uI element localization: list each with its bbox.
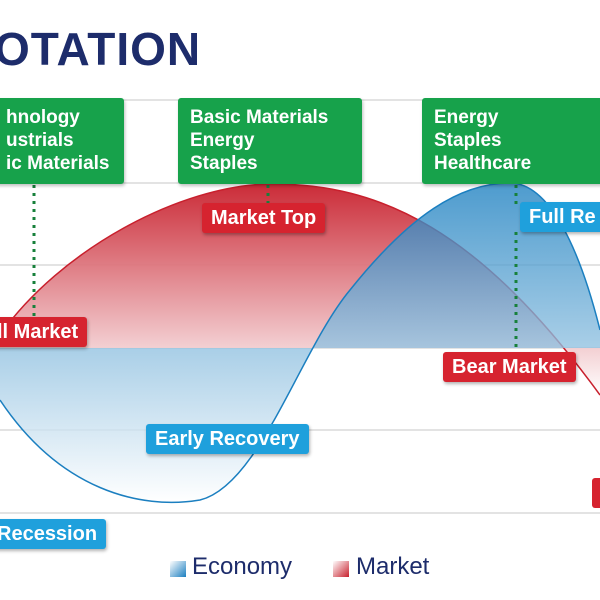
sector-box-center: Basic Materials Energy Staples (178, 98, 362, 184)
sector-line: ustrials (6, 130, 74, 151)
bull-market-label: ll Market (0, 317, 88, 347)
sector-box-left: hnology ustrials ic Materials (0, 98, 124, 184)
legend-item-economy: Economy (192, 553, 292, 581)
sector-line: Energy (190, 130, 255, 151)
economy-swatch (170, 561, 186, 577)
early-recovery-label: Early Recovery (146, 424, 309, 454)
economy-line (0, 182, 600, 504)
bear-market-label: Bear Market (443, 352, 576, 382)
page-title: OTATION (0, 23, 202, 75)
economy-area (0, 183, 600, 503)
market-top-label: Market Top (202, 203, 326, 233)
sector-line: Energy (434, 107, 499, 128)
sector-line: Basic Materials (190, 107, 329, 128)
offscreen-red-tag (592, 478, 600, 508)
legend-economy-label: Economy (192, 553, 293, 580)
sector-line: ic Materials (6, 153, 110, 174)
legend-market-label: Market (356, 553, 430, 580)
legend-item-market: Market (356, 553, 429, 581)
full-recession-label: Full Re (520, 202, 600, 232)
sector-line: Staples (434, 130, 502, 151)
legend: Economy Market (0, 553, 600, 585)
sector-line: Staples (190, 153, 258, 174)
sector-line: hnology (6, 107, 80, 128)
sector-box-right: Energy Staples Healthcare (422, 98, 600, 184)
market-swatch (333, 561, 349, 577)
sector-line: Healthcare (434, 153, 532, 174)
recession-label: Recession (0, 519, 107, 549)
